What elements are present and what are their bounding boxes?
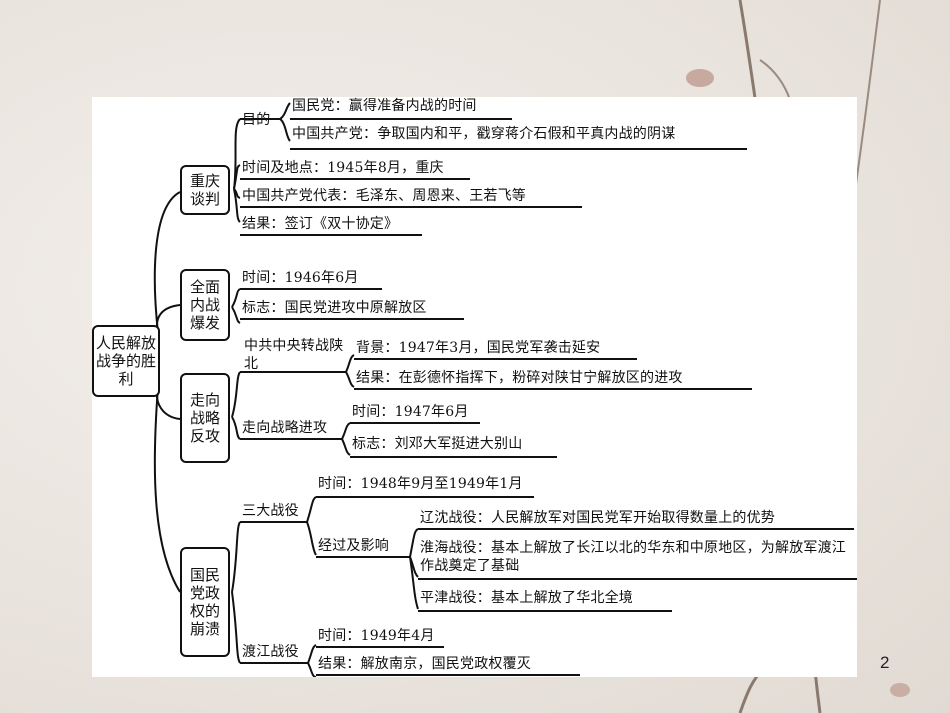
text-pingjin: 平津战役：基本上解放了华北全境 <box>420 590 633 606</box>
mindmap-panel: 人民解放战争的胜利 重庆谈判 目的 国民党：赢得准备内战的时间 中国共产党：争取… <box>92 97 857 677</box>
trunk-to-fangong <box>156 386 181 420</box>
label-strategic-offensive: 走向战略进攻 <box>242 420 328 436</box>
label-dujiang: 渡江战役 <box>242 644 299 660</box>
text-dujiang-result: 结果：解放南京，国民党政权覆灭 <box>318 656 531 672</box>
node-civil-war-outbreak: 全面内战爆发 <box>180 269 230 341</box>
trunk-to-chongqing <box>153 191 181 334</box>
node-strategic-counteroffensive: 走向战略反攻 <box>180 373 230 463</box>
node-kmt-collapse: 国民党政权的崩溃 <box>180 547 230 657</box>
root-node: 人民解放战争的胜利 <box>92 325 160 397</box>
text-offensive-sign: 标志：刘邓大军挺进大别山 <box>352 436 523 452</box>
text-purpose-kmt: 国民党：赢得准备内战的时间 <box>292 98 477 114</box>
text-dujiang-time: 时间：1949年4月 <box>318 628 435 644</box>
text-liaoshen: 辽沈战役：人民解放军对国民党军开始取得数量上的优势 <box>420 510 775 526</box>
text-huaihai: 淮海战役：基本上解放了长江以北的华东和中原地区，为解放军渡江作战奠定了基础 <box>420 540 846 574</box>
trunk-to-bengkui <box>153 386 181 593</box>
text-war-time: 时间：1946年6月 <box>242 270 359 286</box>
label-purpose: 目的 <box>242 112 271 128</box>
label-shanbei: 中共中央转战陕北 <box>244 338 344 372</box>
node-chongqing-talks: 重庆谈判 <box>180 165 230 215</box>
text-shanbei-result: 结果：在彭德怀指挥下，粉碎对陕甘宁解放区的进攻 <box>356 370 683 386</box>
text-time-place: 时间及地点：1945年8月，重庆 <box>242 160 444 176</box>
text-cq-result: 结果：签订《双十协定》 <box>242 216 399 232</box>
text-representatives: 中国共产党代表：毛泽东、周恩来、王若飞等 <box>242 188 526 204</box>
text-shanbei-background: 背景：1947年3月，国民党军袭击延安 <box>356 340 601 356</box>
trunk-to-neizhan <box>156 304 181 334</box>
page-number: 2 <box>880 653 890 672</box>
text-three-time: 时间：1948年9月至1949年1月 <box>318 476 523 492</box>
label-three-campaigns: 三大战役 <box>242 503 299 519</box>
label-process-impact: 经过及影响 <box>318 538 389 554</box>
text-purpose-ccp: 中国共产党：争取国内和平，戳穿蒋介石假和平真内战的阴谋 <box>292 126 676 142</box>
text-offensive-time: 时间：1947年6月 <box>352 404 469 420</box>
text-war-sign: 标志：国民党进攻中原解放区 <box>242 300 427 316</box>
